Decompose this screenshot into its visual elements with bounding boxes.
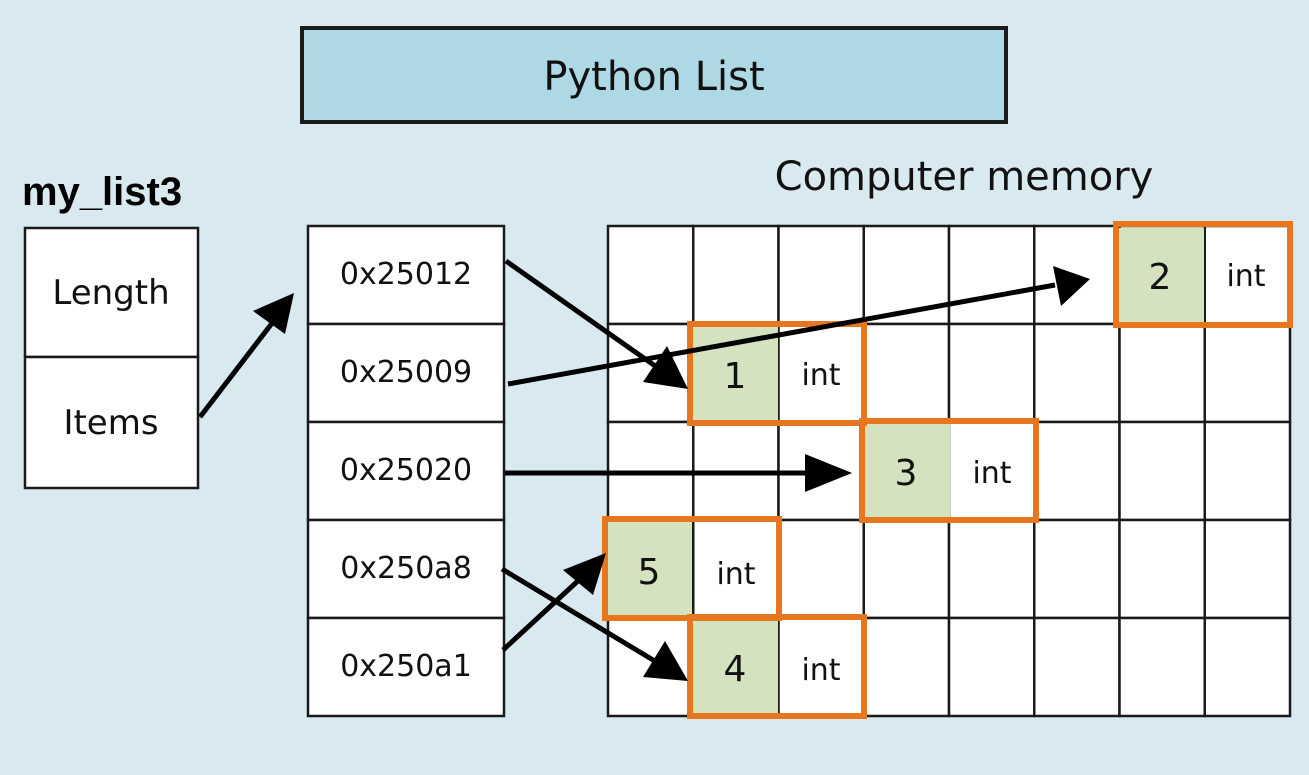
memory-cell: [947, 420, 1036, 522]
memory-object-frame: [687, 614, 867, 719]
pointer-address: 0x250a8: [340, 551, 472, 586]
pointer-array: 0x25012 0x25009 0x25020 0x250a8 0x250a1: [306, 224, 506, 718]
memory-cell: [1118, 322, 1206, 424]
arrow-head: [805, 454, 852, 492]
value-cell: [864, 424, 950, 520]
value-cell: [692, 620, 778, 716]
memory-cell: [862, 616, 951, 718]
pointer-address: 0x25020: [340, 453, 472, 488]
object-type: int: [801, 358, 840, 393]
variable-name: my_list3: [22, 170, 182, 214]
object-type: int: [716, 557, 755, 592]
object-value: 3: [895, 453, 918, 494]
value-cell: [606, 522, 692, 618]
memory-cell: [947, 322, 1036, 424]
memory-cell: [777, 224, 865, 326]
object-value: 1: [724, 356, 747, 397]
title-text: Python List: [543, 54, 764, 100]
memory-object-labels: 2 int 1 int 3 int 5 int 4 int: [638, 257, 1266, 690]
arrow-head: [253, 293, 294, 334]
memory-cell: [947, 518, 1036, 620]
memory-cell: [1203, 420, 1292, 522]
arrow-0x250a8: [500, 566, 660, 666]
memory-object-frame: [1113, 221, 1293, 328]
memory-cell: [692, 224, 780, 326]
arrow-head: [643, 346, 688, 389]
struct-label-items: Items: [63, 403, 158, 443]
pointer-cell: [306, 224, 506, 326]
arrow-head: [563, 553, 606, 595]
memory-cell: [862, 224, 951, 326]
memory-object-frame: [687, 321, 867, 426]
value-cell: [1118, 228, 1204, 324]
memory-cell: [606, 224, 695, 326]
object-type: int: [801, 653, 840, 688]
pointer-cell: [306, 420, 506, 522]
memory-cell: [1203, 224, 1292, 326]
struct-field-length: [23, 226, 200, 359]
pointer-arrows: [198, 258, 1090, 681]
pointer-address: 0x25012: [340, 257, 472, 292]
memory-cell: [777, 322, 865, 424]
memory-cell: [1118, 420, 1206, 522]
value-cells: [606, 228, 1204, 716]
memory-caption: Computer memory: [775, 154, 1154, 200]
memory-cell: [1203, 322, 1292, 424]
memory-cell: [862, 322, 951, 424]
struct-label-length: Length: [52, 273, 169, 313]
pointer-address: 0x250a1: [340, 649, 472, 684]
memory-cell: [1203, 518, 1292, 620]
memory-cell: [862, 518, 951, 620]
memory-cell: [947, 224, 1036, 326]
title-box: [300, 26, 1008, 124]
memory-cell: [947, 616, 1036, 718]
memory-cell: [1118, 518, 1206, 620]
title-banner: Python List: [300, 26, 1008, 124]
memory-cell: [1033, 322, 1121, 424]
struct-field-items: [23, 355, 200, 490]
memory-cell: [1033, 518, 1121, 620]
memory-cell: [1118, 616, 1206, 718]
memory-cell: [1033, 616, 1121, 718]
object-value: 2: [1149, 257, 1172, 298]
object-type: int: [972, 456, 1011, 491]
arrow-head: [643, 641, 688, 681]
arrow-items-to-array: [198, 316, 278, 419]
arrow-0x25009: [507, 282, 1056, 387]
pointer-cell: [306, 616, 506, 718]
object-value: 5: [638, 552, 661, 593]
pointer-address: 0x25009: [340, 355, 472, 390]
object-value: 4: [724, 649, 747, 690]
memory-cell: [1033, 224, 1121, 326]
arrow-0x25012: [504, 258, 660, 371]
memory-objects: [602, 221, 1293, 719]
arrow-0x250a1: [501, 577, 582, 652]
object-type: int: [1226, 259, 1265, 294]
memory-cell: [777, 518, 865, 620]
memory-cell: [1033, 420, 1121, 522]
arrow-head: [1053, 266, 1090, 306]
memory-object-frame: [859, 418, 1039, 523]
list-struct: Length Items: [23, 226, 200, 490]
memory-cell: [1203, 616, 1292, 718]
